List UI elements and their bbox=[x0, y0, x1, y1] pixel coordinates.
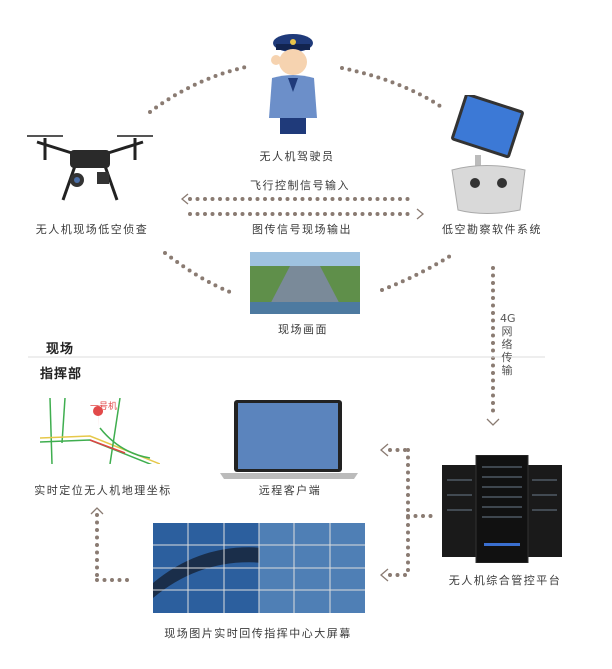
scene-label: 现场画面 bbox=[278, 323, 328, 336]
server-rack-illustration bbox=[442, 455, 562, 563]
pilot-label: 无人机驾驶员 bbox=[259, 150, 335, 163]
arrow-up-icon bbox=[90, 507, 104, 515]
video-wall-illustration bbox=[153, 523, 365, 613]
video-out-label: 图传信号现场输出 bbox=[252, 223, 352, 236]
arrow-down-icon bbox=[486, 418, 500, 426]
arrow-left-icon bbox=[380, 443, 389, 457]
flight-control-label: 飞行控制信号输入 bbox=[250, 179, 350, 192]
arrow-left-icon bbox=[380, 568, 389, 582]
software-label: 低空勘察软件系统 bbox=[442, 223, 542, 236]
controller-tablet-illustration bbox=[451, 95, 526, 214]
arrow-right-icon bbox=[416, 208, 425, 220]
drone-label: 无人机现场低空侦查 bbox=[35, 223, 149, 236]
police-pilot-illustration bbox=[269, 34, 317, 134]
map-marker-label: 一号机 bbox=[90, 402, 118, 412]
section-command: 指挥部 bbox=[40, 367, 83, 382]
map-label: 实时定位无人机地理坐标 bbox=[34, 484, 172, 497]
arrow-left-icon bbox=[180, 193, 189, 205]
scene-image bbox=[250, 252, 360, 314]
drone-illustration bbox=[27, 135, 153, 201]
laptop-illustration bbox=[220, 400, 358, 479]
platform-label: 无人机综合管控平台 bbox=[448, 574, 562, 587]
client-label: 远程客户端 bbox=[258, 484, 322, 497]
map-thumbnail: 一号机 bbox=[39, 397, 161, 469]
screen-label: 现场图片实时回传指挥中心大屏幕 bbox=[164, 627, 352, 640]
section-field: 现场 bbox=[46, 342, 75, 357]
network-label: 4G网络传输 bbox=[500, 312, 516, 377]
